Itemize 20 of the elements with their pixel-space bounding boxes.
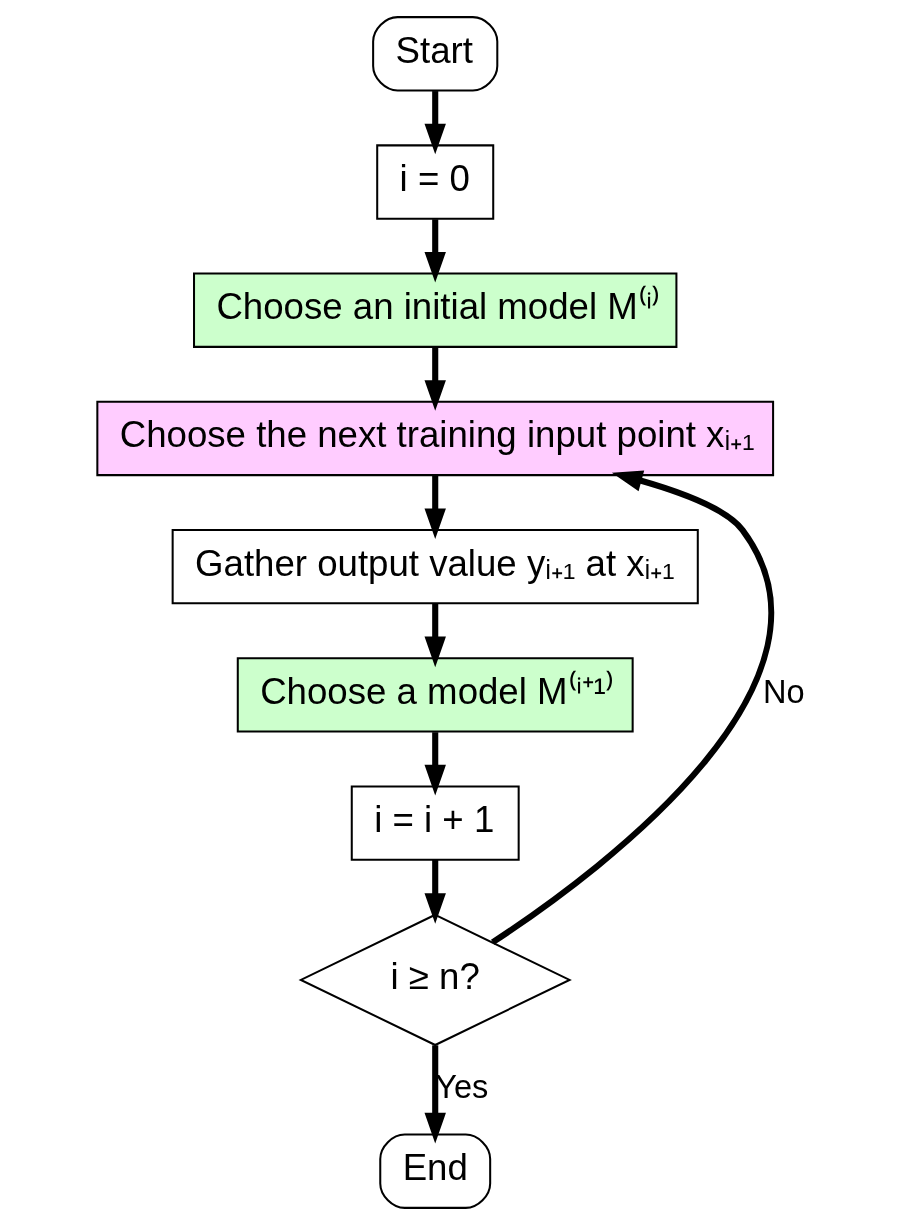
node-box: Choose the next training input point xᵢ₊₁ bbox=[95, 400, 774, 476]
arrow bbox=[424, 731, 446, 795]
node-box: i = i + 1 bbox=[350, 785, 520, 861]
node-box: Start bbox=[371, 15, 498, 91]
node-box: Gather output value yᵢ₊₁ at xᵢ₊₁ bbox=[171, 528, 699, 604]
arrow bbox=[490, 469, 774, 945]
arrow bbox=[424, 475, 446, 539]
arrow bbox=[424, 859, 446, 924]
arrow bbox=[424, 1044, 446, 1143]
arrow bbox=[424, 603, 446, 667]
edge-label: Yes bbox=[434, 1068, 488, 1105]
node-diamond: i ≥ n? bbox=[298, 913, 572, 1046]
node-box: Choose a model M⁽ⁱ⁺¹⁾ bbox=[236, 656, 634, 733]
arrow bbox=[424, 218, 446, 283]
edge-label: No bbox=[762, 673, 805, 710]
node-box: i = 0 bbox=[375, 143, 494, 220]
arrow bbox=[424, 347, 446, 411]
node-box: Choose an initial model M⁽ⁱ⁾ bbox=[192, 272, 677, 348]
node-box: End bbox=[378, 1133, 491, 1209]
arrow bbox=[424, 90, 446, 154]
